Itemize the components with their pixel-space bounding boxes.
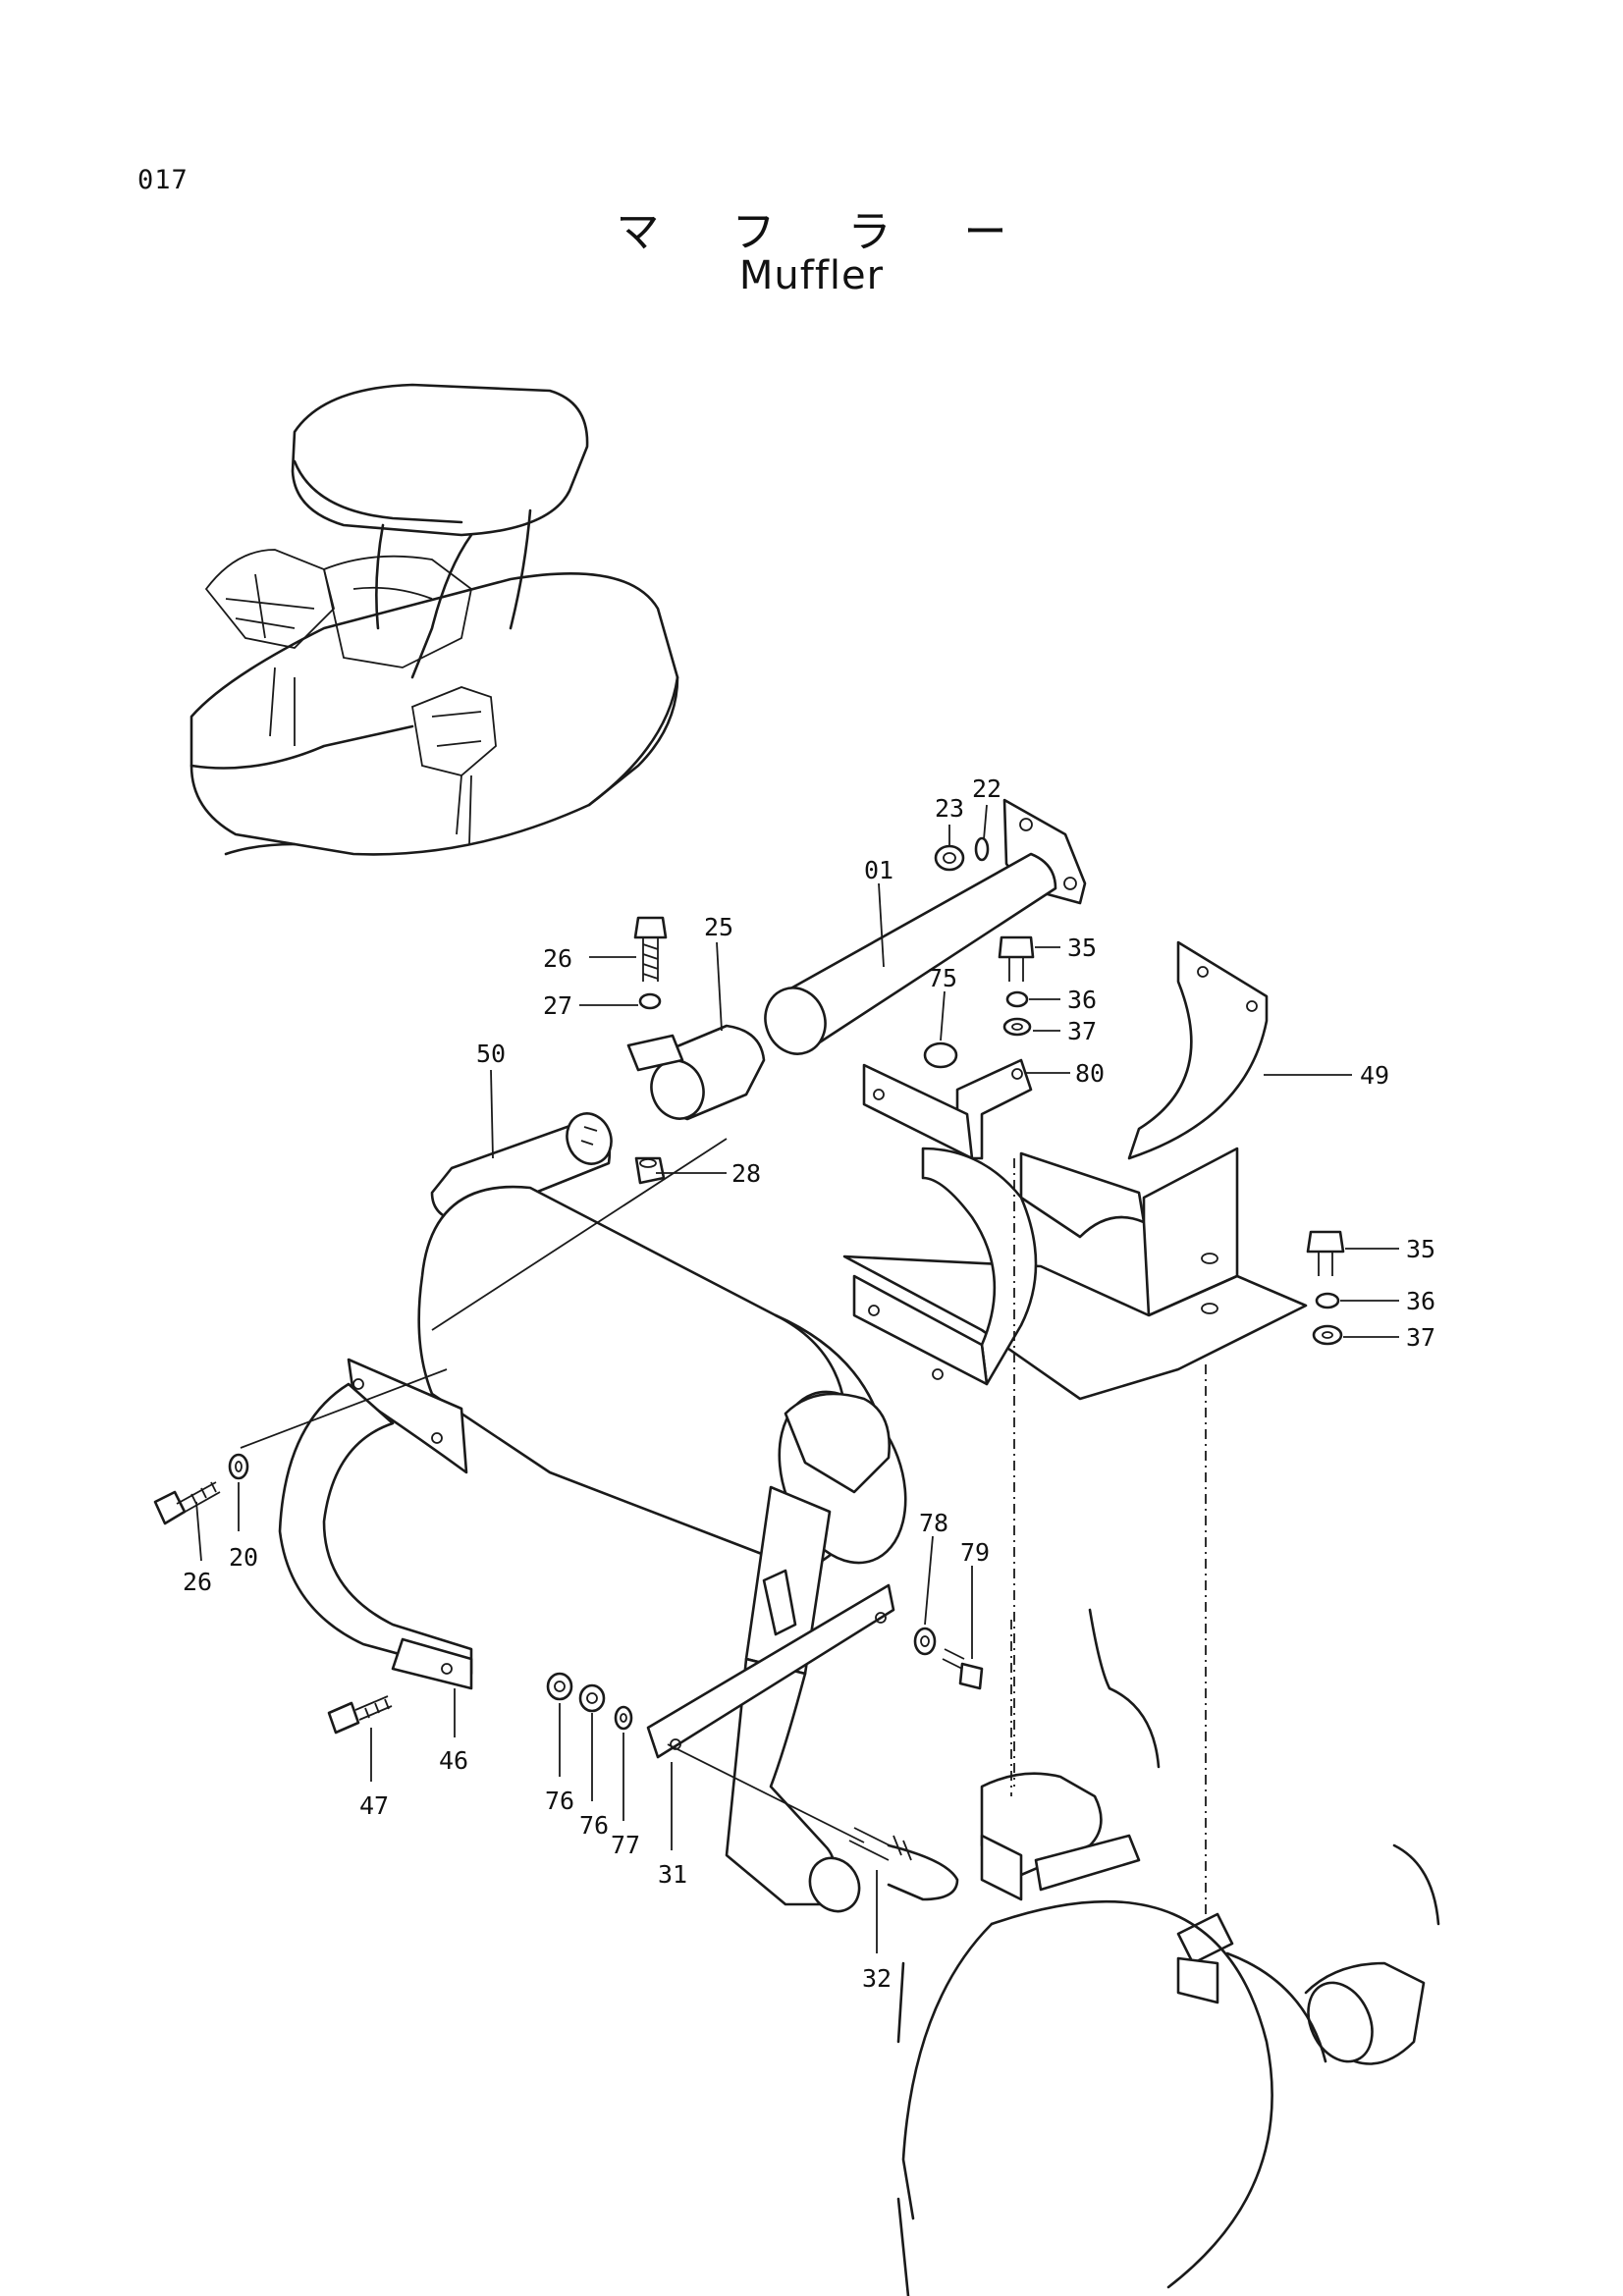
callout-leader-lines bbox=[195, 804, 1399, 1953]
nuts-76-washer-77 bbox=[546, 1672, 633, 1731]
callout-50: 50 bbox=[476, 1040, 506, 1068]
callout-22: 22 bbox=[972, 774, 1001, 803]
muffler-50 bbox=[417, 1112, 907, 1913]
callout-26: 26 bbox=[183, 1568, 212, 1596]
page-title-japanese: マ フ ラ ー bbox=[616, 207, 1037, 257]
nut-23-washer-22 bbox=[934, 836, 990, 872]
callout-36: 36 bbox=[1067, 986, 1097, 1014]
callout-25: 25 bbox=[704, 913, 733, 941]
callout-46: 46 bbox=[439, 1746, 468, 1775]
washer-78-bolt-79 bbox=[913, 1627, 984, 1690]
nut-28 bbox=[634, 1156, 666, 1185]
callout-75: 75 bbox=[928, 964, 957, 992]
machine-overview-illustration bbox=[189, 383, 679, 856]
bolt-47 bbox=[327, 1695, 393, 1735]
callout-27: 27 bbox=[543, 991, 572, 1020]
page-title: Muffler bbox=[738, 253, 885, 298]
bolt-35-lower bbox=[1306, 1230, 1345, 1346]
support-bracket-49 bbox=[842, 940, 1308, 1401]
bolt-26-upper bbox=[633, 916, 668, 1010]
callout-37: 37 bbox=[1406, 1323, 1435, 1352]
callout-35: 35 bbox=[1067, 934, 1097, 962]
callout-01: 01 bbox=[864, 856, 893, 884]
callout-28: 28 bbox=[731, 1159, 761, 1188]
callout-23: 23 bbox=[935, 794, 964, 823]
callout-49: 49 bbox=[1360, 1061, 1389, 1090]
callout-32: 32 bbox=[862, 1964, 892, 1993]
mounting-band-46 bbox=[278, 1358, 473, 1690]
callout-35: 35 bbox=[1406, 1235, 1435, 1263]
page-number: 017 bbox=[137, 165, 189, 195]
u-bolt-32 bbox=[848, 1827, 959, 1901]
bolt-35-upper bbox=[998, 935, 1035, 1037]
pipe-clamp-25 bbox=[626, 1024, 766, 1121]
callout-37: 37 bbox=[1067, 1017, 1097, 1045]
exhaust-pipe-01 bbox=[764, 798, 1087, 1055]
engine-frame-outline bbox=[896, 1158, 1440, 2296]
callout-26: 26 bbox=[543, 944, 572, 973]
callout-78: 78 bbox=[919, 1509, 948, 1537]
callout-31: 31 bbox=[658, 1860, 687, 1889]
callout-79: 79 bbox=[960, 1538, 990, 1567]
callout-20: 20 bbox=[229, 1543, 258, 1572]
callout-36: 36 bbox=[1406, 1287, 1435, 1315]
callout-80: 80 bbox=[1075, 1059, 1105, 1088]
callout-labels: 01 22 23 25 26 27 35 36 37 75 80 49 50 2… bbox=[183, 774, 1435, 1993]
bolt-26-lower bbox=[153, 1453, 249, 1525]
bracket-31 bbox=[646, 1583, 895, 1759]
callout-76: 76 bbox=[545, 1787, 574, 1815]
callout-76: 76 bbox=[579, 1811, 609, 1840]
callout-47: 47 bbox=[359, 1791, 389, 1820]
callout-77: 77 bbox=[611, 1831, 640, 1859]
